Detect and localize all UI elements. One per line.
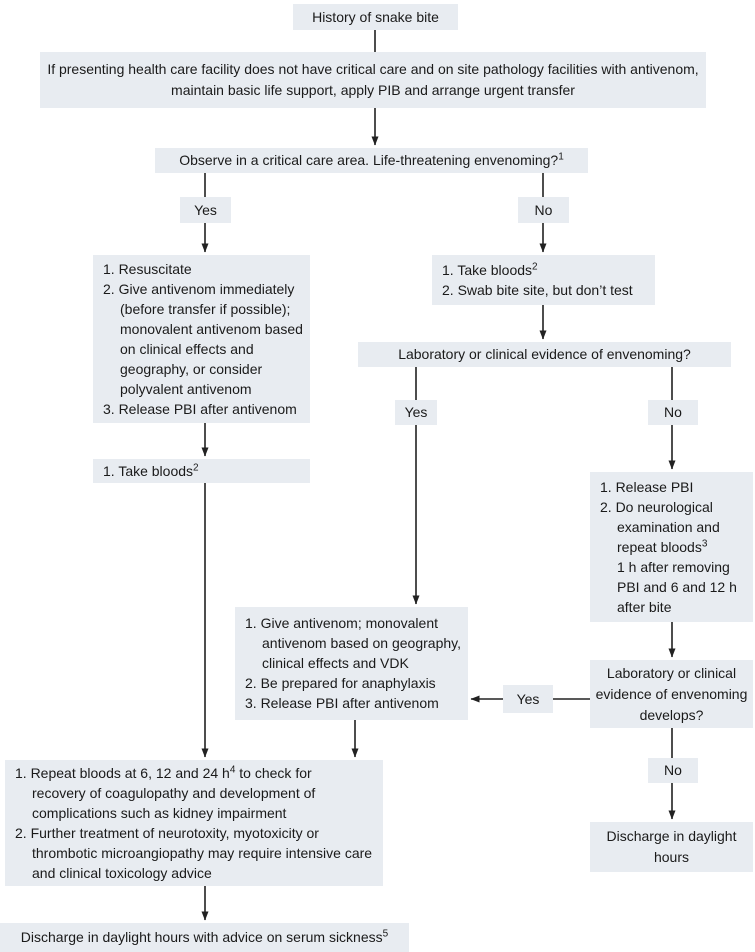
node-give-antivenom-anaphylaxis: 1. Give antivenom; monovalent antivenom b… (235, 607, 468, 720)
node-text: Laboratory or clinical evidence of enven… (398, 346, 691, 362)
node-text-line: PBI and 6 and 12 h (617, 579, 737, 595)
node-text-line: hours (653, 849, 690, 865)
node-discharge-daylight-hours: Discharge in daylight hours (590, 822, 753, 872)
node-text-line: 1. Give antivenom; monovalent (245, 615, 438, 631)
node-urgent-transfer-instructions: If presenting health care facility does … (40, 52, 706, 108)
label-no-life-threatening: No (518, 197, 569, 223)
node-text-line: 3. Release PBI after antivenom (103, 401, 297, 417)
node-text-line: If presenting health care facility does … (47, 61, 699, 77)
node-text-line: Observe in a critical care area. Life-th… (179, 151, 564, 168)
node-text-line: examination and (617, 519, 720, 535)
node-text: No (664, 404, 682, 420)
node-text-line: 2. Do neurological (600, 499, 713, 515)
node-text-line: 3. Release PBI after antivenom (245, 695, 439, 711)
node-text-line: (before transfer if possible); (120, 301, 291, 317)
node-text: Yes (404, 404, 428, 420)
node-text: No (664, 762, 682, 778)
label-yes-lab-evidence: Yes (395, 400, 437, 425)
node-text: Yes (194, 201, 217, 218)
node-text-line: polyvalent antivenom (120, 381, 252, 397)
node-text-line: 1. Take bloods2 (442, 261, 538, 278)
node-text-line: 1. Release PBI (600, 479, 694, 495)
node-text-line: 2. Be prepared for anaphylaxis (245, 675, 436, 691)
node-text-line: 1. Repeat bloods at 6, 12 and 24 h4 to c… (15, 764, 312, 781)
node-text-line: develops? (639, 706, 704, 723)
node-text: No (534, 201, 553, 218)
node-text-line: monovalent antivenom based (120, 321, 303, 337)
node-resuscitate-give-antivenom: 1. Resuscitate 2. Give antivenom immediat… (93, 255, 310, 423)
node-text-line: maintain basic life support, apply PIB a… (171, 82, 575, 98)
node-text-line: Discharge in daylight hours with advice … (20, 928, 389, 945)
node-text-line: recovery of coagulopathy and development… (32, 785, 316, 801)
node-text-line: geography, or consider (120, 361, 263, 377)
node-discharge-serum-sickness-advice: Discharge in daylight hours with advice … (0, 923, 409, 952)
label-yes-life-threatening: Yes (180, 197, 231, 223)
node-text-line: antivenom based on geography, (262, 635, 461, 651)
node-text-line: and clinical toxicology advice (32, 865, 212, 881)
node-text-line: Laboratory or clinical (606, 664, 737, 681)
node-text-line: 1 h after removing (617, 559, 730, 575)
node-text-line: thrombotic microangiopathy may require i… (32, 845, 373, 861)
node-release-pbi-neurological-exam: 1. Release PBI 2. Do neurological examinat… (590, 472, 753, 622)
node-text-line: clinical effects and VDK (262, 655, 409, 671)
label-no-lab-evidence: No (648, 400, 698, 425)
node-text: Yes (516, 690, 540, 707)
node-take-bloods: 1. Take bloods2 (93, 459, 310, 483)
node-text-line: evidence of envenoming (595, 685, 748, 702)
node-text-line: 2. Give antivenom immediately (103, 281, 295, 297)
label-yes-envenoming-develops: Yes (503, 685, 553, 713)
node-text-line: 2. Swab bite site, but don’t test (442, 282, 633, 298)
node-history-of-snake-bite: History of snake bite (293, 4, 458, 30)
node-lab-evidence-question: Laboratory or clinical evidence of enven… (358, 342, 731, 367)
node-observe-critical-care-question: Observe in a critical care area. Life-th… (155, 148, 588, 173)
node-text-line: Discharge in daylight (606, 828, 737, 844)
node-take-bloods-swab-site: 1. Take bloods2 2. Swab bite site, but do… (432, 255, 655, 305)
node-text-line: on clinical effects and (120, 341, 254, 357)
node-text-line: after bite (617, 599, 672, 615)
label-no-envenoming-develops: No (648, 758, 698, 783)
node-text-line: 1. Take bloods2 (103, 462, 199, 479)
node-envenoming-develops-question: Laboratory or clinical evidence of enveno… (590, 660, 753, 728)
node-text: History of snake bite (312, 8, 439, 25)
node-repeat-bloods-further-treatment: 1. Repeat bloods at 6, 12 and 24 h4 to c… (5, 760, 383, 886)
node-text-line: 2. Further treatment of neurotoxity, myo… (15, 825, 319, 841)
node-text-line: complications such as kidney impairment (32, 805, 287, 821)
node-text-line: repeat bloods3 (617, 538, 708, 555)
node-text-line: 1. Resuscitate (103, 261, 192, 277)
